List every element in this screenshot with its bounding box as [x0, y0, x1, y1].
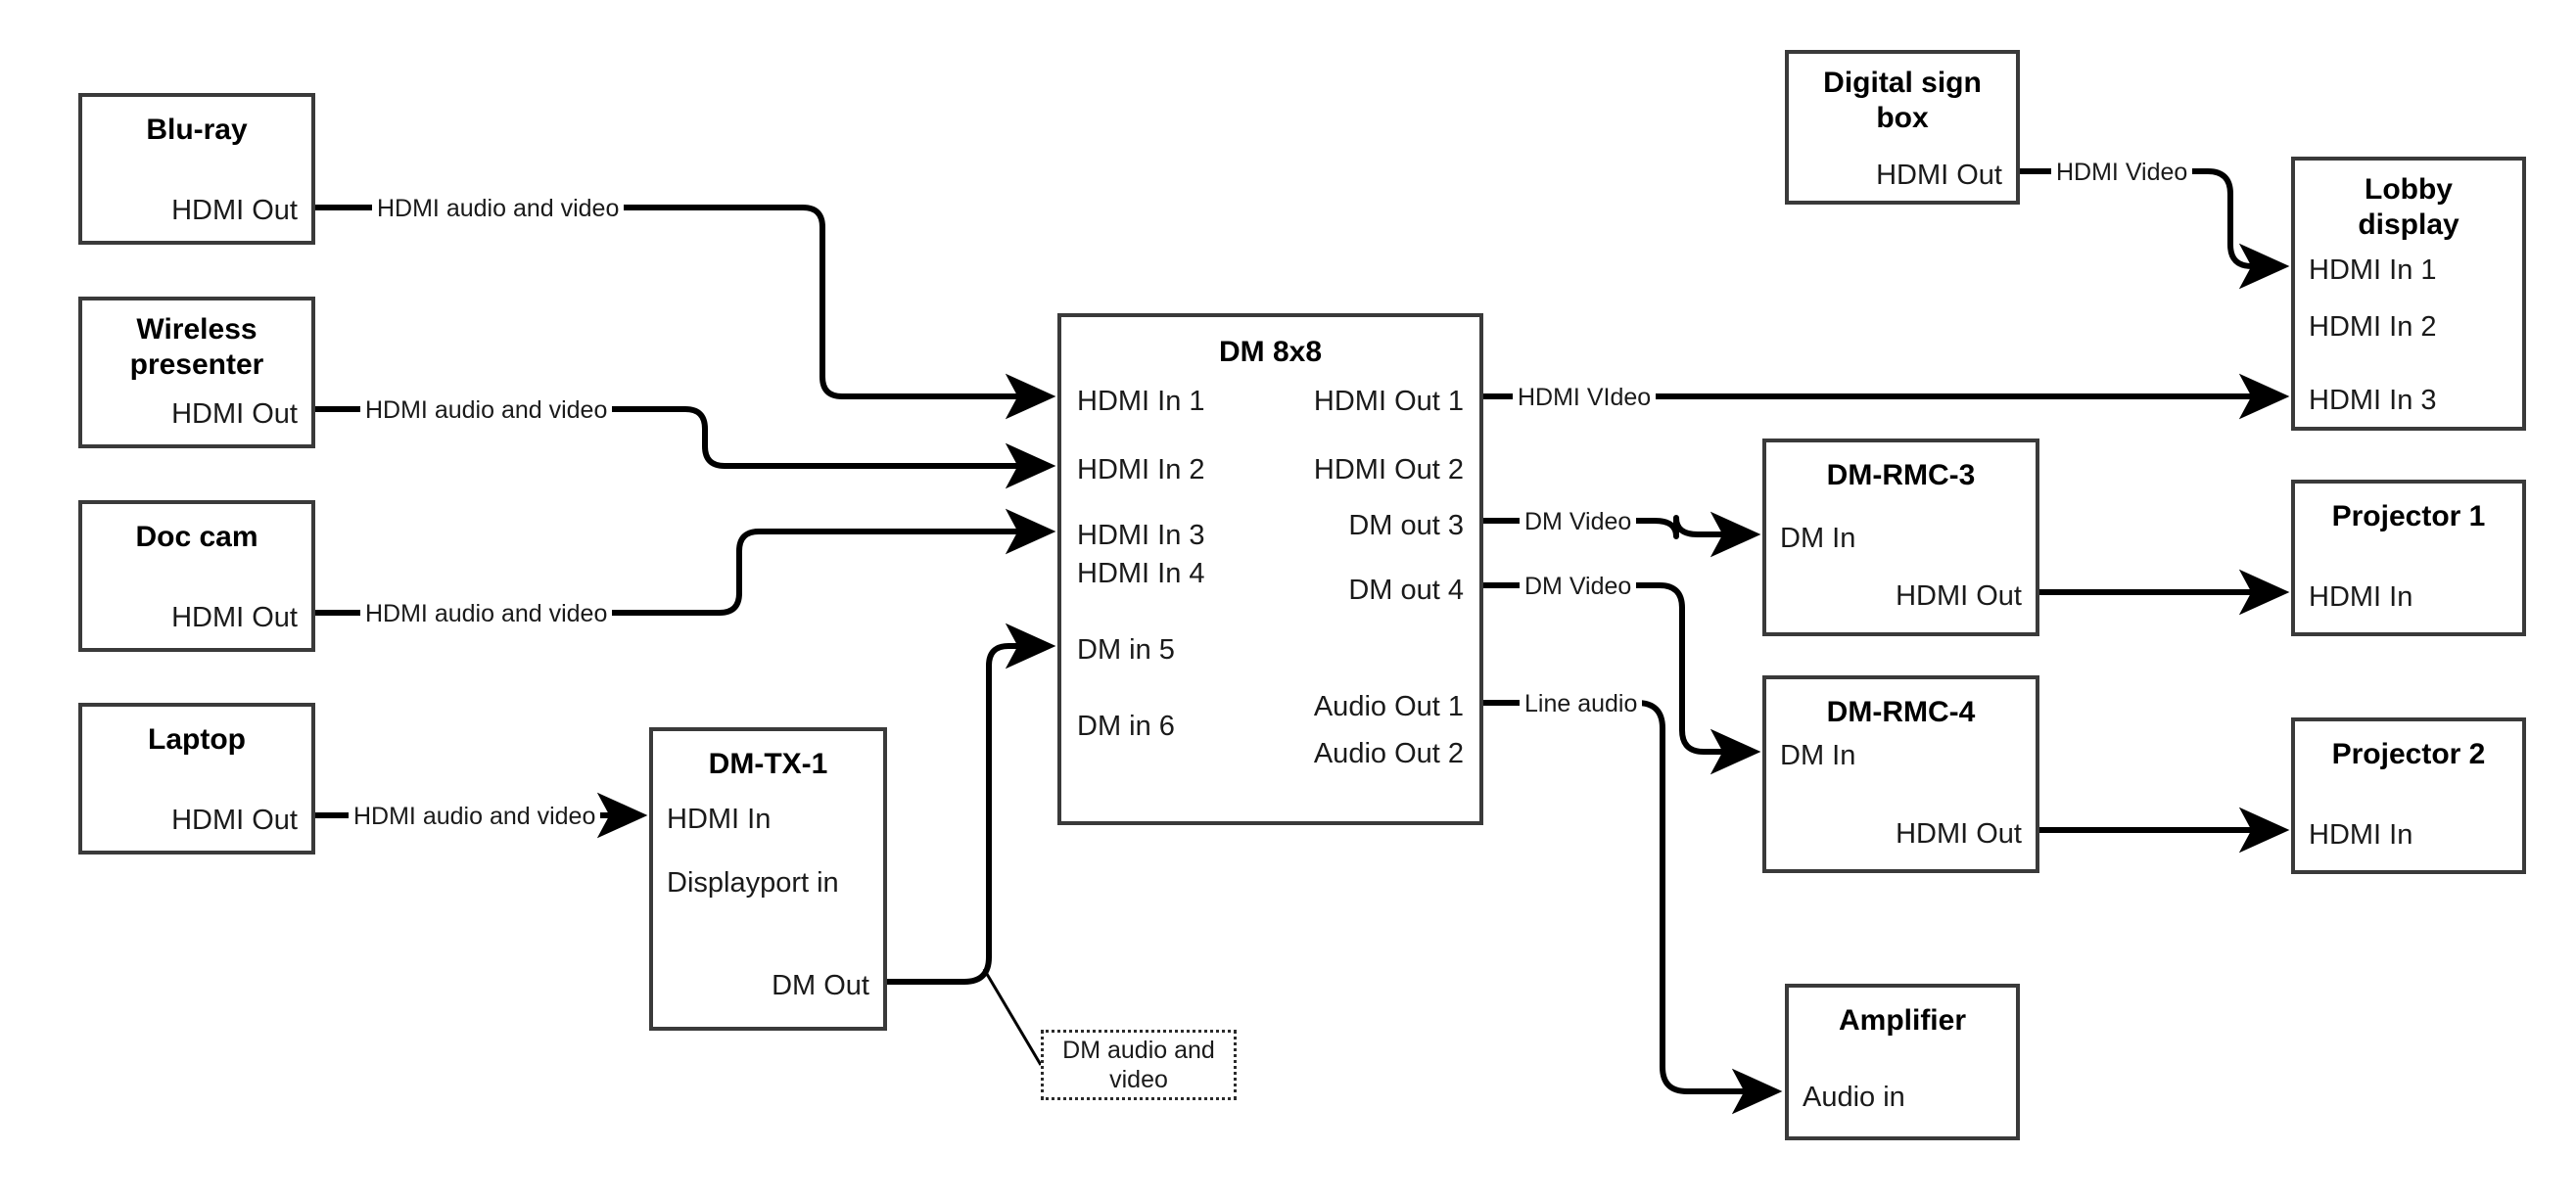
wire-label-dm8x8-to-amplifier: Line audio — [1520, 690, 1643, 717]
node-dm-8x8-port-dm-out-4: DM out 4 — [1348, 575, 1464, 606]
node-projector-2-title: Projector 2 — [2331, 738, 2486, 770]
node-projector-1-port-hdmi-in: HDMI In — [2309, 581, 2413, 613]
node-dm-rmc-4-port-hdmi-out: HDMI Out — [1896, 818, 2022, 850]
node-dm-rmc-3-port-dm-in: DM In — [1780, 523, 1856, 554]
node-dm-tx-1-port-displayport-in: Displayport in — [667, 867, 839, 899]
node-projector-1[interactable]: Projector 1 HDMI In — [2291, 480, 2526, 636]
node-dm-tx-1[interactable]: DM-TX-1 HDMI In Displayport in DM Out — [649, 727, 887, 1031]
node-digital-sign-box-port-hdmi-out: HDMI Out — [1876, 160, 2002, 191]
node-laptop[interactable]: Laptop HDMI Out — [78, 703, 315, 855]
node-dm-tx-1-title: DM-TX-1 — [708, 748, 828, 780]
node-dm-8x8-port-hdmi-in-4: HDMI In 4 — [1077, 558, 1205, 589]
wire-dmtx1-to-dm8x8 — [887, 623, 1056, 985]
node-dm-8x8-port-dm-in-6: DM in 6 — [1077, 711, 1175, 742]
wire-label-dm8x8-to-lobby: HDMI VIdeo — [1513, 384, 1657, 411]
wire-dm8x8-to-rmc4 — [1483, 582, 1761, 775]
node-bluray-title: Blu-ray — [146, 114, 248, 146]
node-dm-8x8-port-hdmi-in-3: HDMI In 3 — [1077, 520, 1205, 551]
node-amplifier-port-audio-in: Audio in — [1803, 1082, 1905, 1113]
node-dm-8x8-port-hdmi-in-1: HDMI In 1 — [1077, 386, 1205, 417]
node-dm-rmc-3-title: DM-RMC-3 — [1826, 459, 1976, 491]
callout-text: DM audio and video — [1062, 1036, 1215, 1094]
callout-leader-line — [982, 968, 1043, 1066]
node-digital-sign-box-title-line2: box — [1876, 102, 1929, 134]
node-doc-cam-port-hdmi-out: HDMI Out — [171, 602, 298, 633]
callout-text-line1: DM audio and — [1062, 1037, 1215, 1064]
wire-label-bluray-to-dm8x8: HDMI audio and video — [372, 195, 625, 222]
node-dm-8x8-port-dm-out-3: DM out 3 — [1348, 510, 1464, 541]
node-lobby-display-port-hdmi-in-3: HDMI In 3 — [2309, 385, 2437, 416]
wire-label-doccam-to-dm8x8: HDMI audio and video — [360, 600, 613, 627]
node-amplifier-title: Amplifier — [1838, 1004, 1967, 1037]
wire-label-dm8x8-to-rmc4: DM Video — [1520, 573, 1637, 600]
wire-label-sign-to-lobby: HDMI Video — [2051, 159, 2193, 186]
node-digital-sign-box[interactable]: Digital sign box HDMI Out — [1785, 50, 2020, 205]
node-bluray-port-hdmi-out: HDMI Out — [171, 195, 298, 226]
node-dm-8x8[interactable]: DM 8x8 HDMI In 1 HDMI In 2 HDMI In 3 HDM… — [1057, 313, 1483, 825]
node-doc-cam-title: Doc cam — [135, 521, 258, 553]
node-wireless-presenter[interactable]: Wireless presenter HDMI Out — [78, 297, 315, 448]
node-dm-tx-1-port-dm-out: DM Out — [772, 970, 869, 1001]
node-amplifier[interactable]: Amplifier Audio in — [1785, 984, 2020, 1140]
callout-text-line2: video — [1109, 1066, 1168, 1093]
wire-label-dm8x8-to-rmc3: DM Video — [1520, 508, 1637, 535]
node-dm-rmc-3[interactable]: DM-RMC-3 DM In HDMI Out — [1762, 439, 2039, 636]
node-wireless-presenter-title-line1: Wireless — [136, 313, 258, 346]
node-dm-8x8-title: DM 8x8 — [1218, 336, 1323, 368]
node-dm-8x8-port-audio-out-1: Audio Out 1 — [1313, 691, 1464, 722]
node-dm-8x8-port-hdmi-out-1: HDMI Out 1 — [1313, 386, 1464, 417]
callout-dm-audio-and-video: DM audio and video — [1041, 1030, 1237, 1100]
wire-label-wireless-to-dm8x8: HDMI audio and video — [360, 396, 613, 424]
wire-bluray-to-dm8x8 — [315, 205, 1056, 420]
node-laptop-port-hdmi-out: HDMI Out — [171, 805, 298, 836]
node-dm-tx-1-port-hdmi-in: HDMI In — [667, 804, 772, 835]
node-dm-8x8-port-dm-in-5: DM in 5 — [1077, 634, 1175, 666]
node-dm-8x8-port-audio-out-2: Audio Out 2 — [1313, 738, 1464, 769]
wire-label-laptop-to-dmtx1: HDMI audio and video — [349, 803, 601, 830]
node-dm-8x8-port-hdmi-out-2: HDMI Out 2 — [1313, 454, 1464, 485]
node-lobby-display-port-hdmi-in-1: HDMI In 1 — [2309, 254, 2437, 286]
node-bluray[interactable]: Blu-ray HDMI Out — [78, 93, 315, 245]
node-projector-2[interactable]: Projector 2 HDMI In — [2291, 717, 2526, 874]
node-wireless-presenter-title-line2: presenter — [129, 348, 264, 381]
node-wireless-presenter-port-hdmi-out: HDMI Out — [171, 398, 298, 430]
node-laptop-title: Laptop — [148, 723, 246, 756]
node-dm-8x8-port-hdmi-in-2: HDMI In 2 — [1077, 454, 1205, 485]
node-dm-rmc-3-port-hdmi-out: HDMI Out — [1896, 580, 2022, 612]
node-projector-1-title: Projector 1 — [2331, 500, 2486, 532]
node-lobby-display-port-hdmi-in-2: HDMI In 2 — [2309, 311, 2437, 343]
node-doc-cam[interactable]: Doc cam HDMI Out — [78, 500, 315, 652]
node-dm-rmc-4[interactable]: DM-RMC-4 DM In HDMI Out — [1762, 675, 2039, 873]
node-dm-rmc-4-title: DM-RMC-4 — [1826, 696, 1976, 728]
node-digital-sign-box-title-line1: Digital sign — [1823, 67, 1982, 99]
node-lobby-display-title-line1: Lobby — [2365, 173, 2453, 206]
node-lobby-display-title-line2: display — [2358, 208, 2459, 241]
wire-dm8x8-to-amplifier — [1483, 700, 1783, 1115]
node-projector-2-port-hdmi-in: HDMI In — [2309, 819, 2413, 851]
node-dm-rmc-4-port-dm-in: DM In — [1780, 740, 1856, 771]
node-lobby-display[interactable]: Lobby display HDMI In 1 HDMI In 2 HDMI I… — [2291, 157, 2526, 431]
